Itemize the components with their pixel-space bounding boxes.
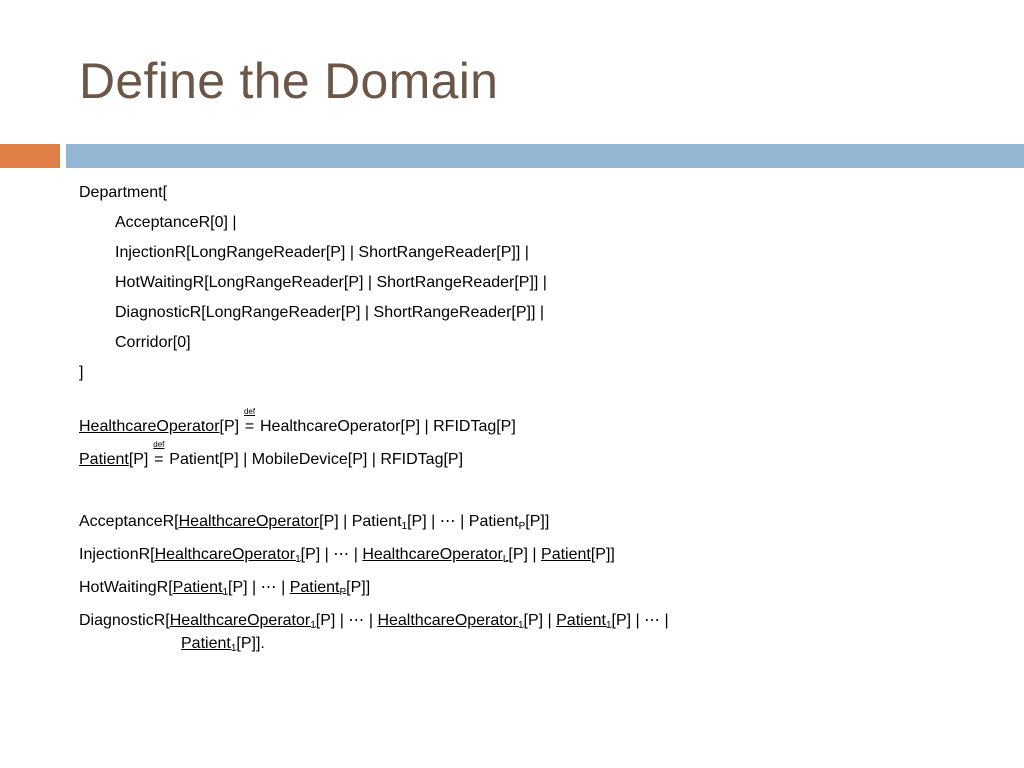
subscript: 1	[517, 620, 524, 631]
spacer	[79, 393, 979, 417]
underlined-term: Patient	[541, 546, 591, 563]
text-run: HealthcareOperator	[362, 546, 503, 563]
underlined-term: HealthcareOperator1	[169, 612, 316, 631]
accent-bar-blue	[66, 144, 1024, 168]
underlined-term: Patient1	[181, 635, 237, 654]
patient-body: Patient[P] | MobileDevice[P] | RFIDTag[P…	[169, 451, 464, 468]
text-run: Patient	[181, 635, 231, 652]
spacer	[79, 483, 979, 512]
text-run: [P] | ⋯ | Patient	[407, 513, 519, 530]
subscript: 1	[605, 620, 612, 631]
slide-body: Department[ AcceptanceR[0] | InjectionR[…	[79, 183, 979, 658]
underlined-term: PatientP	[289, 579, 347, 598]
subscript: 1	[401, 521, 408, 532]
diagnostic-room: DiagnosticR[HealthcareOperator1[P] | ⋯ |…	[79, 611, 979, 634]
subscript: 1	[310, 620, 316, 631]
text-run: [P] | ⋯ |	[300, 546, 363, 563]
text-run: [P] | ⋯ |	[315, 612, 378, 629]
def-label: def	[243, 407, 256, 416]
hco-body: HealthcareOperator[P] | RFIDTag[P]	[259, 418, 516, 435]
text-run: HotWaitingR[	[79, 579, 173, 596]
underlined-term: HealthcareOperator1	[154, 546, 301, 565]
underlined-term: HealthcareOperator	[178, 513, 320, 530]
text-run: [P] |	[508, 546, 542, 563]
hot-waiting-room: HotWaitingR[Patient1[P] | ⋯ | PatientP[P…	[79, 578, 979, 611]
healthcare-operator-definition: HealthcareOperator[P] def = HealthcareOpe…	[79, 408, 979, 450]
underlined-term: HealthcareOperatorL	[362, 546, 509, 565]
text-run: HealthcareOperator	[377, 612, 518, 629]
accent-bar-orange	[0, 144, 60, 168]
subscript: L	[502, 554, 509, 565]
text-run: [P] | ⋯ |	[228, 579, 290, 596]
patient-definition: Patient[P] def = Patient[P] | MobileDevic…	[79, 441, 979, 483]
text-run: DiagnosticR[	[79, 612, 170, 629]
subscript: 1	[295, 554, 301, 565]
text-run: InjectionR[	[79, 546, 155, 563]
acceptance-room: AcceptanceR[HealthcareOperator[P] | Pati…	[79, 512, 979, 545]
text-run: Patient	[172, 579, 223, 596]
patient-param: [P]	[128, 451, 149, 468]
department-close: ]	[79, 364, 84, 381]
department-item: Corridor[0]	[115, 334, 191, 351]
def-label: def	[153, 440, 165, 449]
underlined-term: HealthcareOperator1	[377, 612, 524, 631]
subscript: P	[339, 587, 347, 598]
department-item: DiagnosticR[LongRangeReader[P] | ShortRa…	[115, 304, 545, 321]
text-run: [P] | Patient	[319, 513, 402, 530]
text-run: [P]]	[525, 513, 550, 530]
text-run: [P] | ⋯ |	[611, 612, 669, 629]
def-eq: =	[154, 451, 164, 468]
text-run: HealthcareOperator	[154, 546, 296, 563]
text-run: Patient	[556, 612, 606, 629]
subscript: 1	[230, 643, 237, 654]
hco-param: [P]	[219, 418, 240, 435]
text-run: [P]]	[346, 579, 371, 596]
text-run: [P]]	[590, 546, 615, 563]
department-item: HotWaitingR[LongRangeReader[P] | ShortRa…	[115, 274, 547, 291]
text-run: [P] |	[523, 612, 557, 629]
slide-title: Define the Domain	[79, 53, 499, 109]
underlined-term: Patient1	[556, 612, 612, 631]
def-equals-symbol: def =	[153, 441, 165, 470]
diagnostic-room-continued: Patient1[P]].	[79, 634, 979, 658]
text-run: [P]].	[236, 635, 265, 652]
def-equals-symbol: def =	[244, 408, 256, 437]
text-run: Patient	[289, 579, 340, 596]
department-item: InjectionR[LongRangeReader[P] | ShortRan…	[115, 244, 529, 261]
text-run: HealthcareOperator	[169, 612, 311, 629]
text-run: AcceptanceR[	[79, 513, 179, 530]
hco-defined-name: HealthcareOperator	[79, 418, 220, 435]
underlined-term: Patient1	[172, 579, 229, 598]
def-eq: =	[244, 418, 255, 435]
department-item: AcceptanceR[0] |	[115, 214, 237, 231]
subscript: P	[518, 521, 526, 532]
subscript: 1	[222, 587, 229, 598]
patient-defined-name: Patient	[79, 451, 129, 468]
department-open: Department[	[79, 184, 168, 201]
injection-room: InjectionR[HealthcareOperator1[P] | ⋯ | …	[79, 545, 979, 578]
